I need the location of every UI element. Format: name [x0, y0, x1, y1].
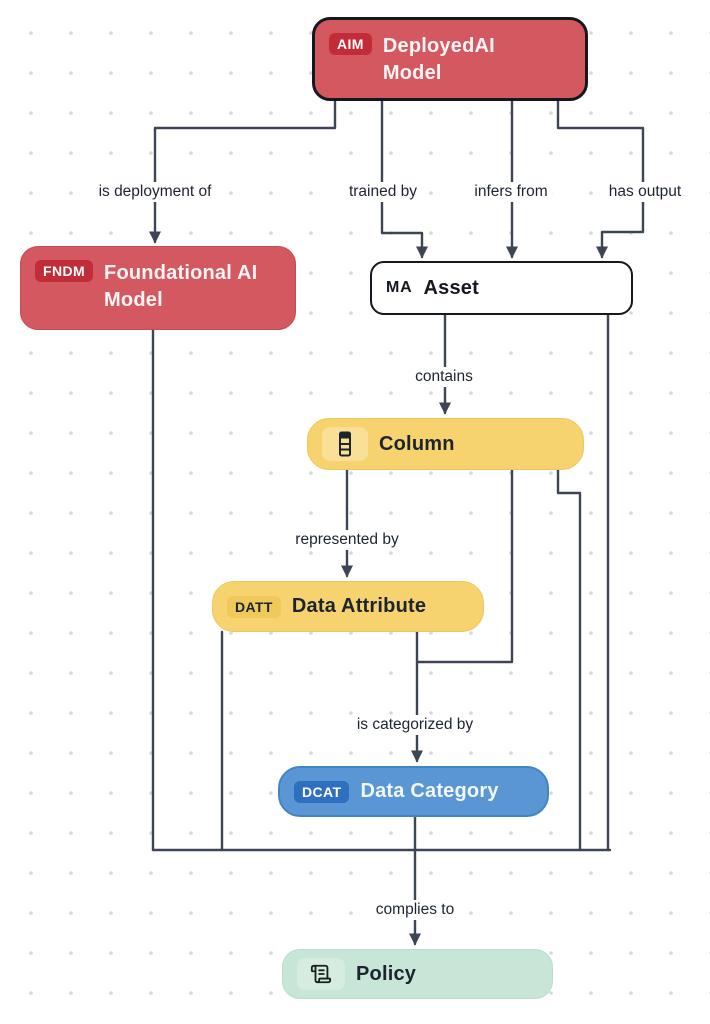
node-asset[interactable]: MA Asset — [370, 261, 633, 315]
node-asset-label: Asset — [423, 276, 479, 299]
node-data-attribute-badge: DATT — [227, 595, 281, 618]
table-column-icon — [322, 427, 368, 461]
edge-label-is-categorized-by: is categorized by — [351, 715, 479, 735]
edge-column-complies-branch — [556, 468, 582, 852]
node-policy[interactable]: Policy — [282, 949, 553, 999]
node-deployed-ai-model-label: DeployedAI Model — [382, 35, 495, 84]
node-column[interactable]: Column — [307, 418, 584, 470]
node-asset-badge: MA — [386, 279, 413, 296]
node-data-category-label: Data Category — [360, 780, 499, 802]
edge-label-contains: contains — [410, 367, 478, 387]
edge-is-deployment-of — [149, 99, 337, 244]
node-deployed-ai-model-badge: AIM — [329, 33, 372, 55]
node-foundational-ai-model-badge: FNDM — [35, 260, 94, 282]
node-policy-label: Policy — [356, 962, 417, 985]
node-deployed-ai-model[interactable]: AIM DeployedAI Model — [312, 17, 588, 101]
edge-trained-by — [380, 99, 428, 259]
node-column-label: Column — [379, 432, 455, 455]
node-data-attribute[interactable]: DATT Data Attribute — [212, 581, 484, 632]
edge-label-infers-from: infers from — [469, 182, 553, 202]
scroll-icon — [297, 958, 345, 990]
edge-label-complies-to: complies to — [370, 900, 460, 920]
node-data-category[interactable]: DCAT Data Category — [278, 766, 549, 817]
edge-label-trained-by: trained by — [343, 182, 423, 202]
edge-label-represented-by: represented by — [290, 530, 404, 550]
node-foundational-ai-model-label: Foundational AI Model — [104, 262, 258, 311]
edge-column-is-categorized-by — [415, 468, 514, 664]
edge-has-output — [556, 99, 645, 259]
node-data-category-badge: DCAT — [294, 780, 350, 803]
node-foundational-ai-model[interactable]: FNDM Foundational AI Model — [20, 246, 296, 330]
node-data-attribute-label: Data Attribute — [291, 595, 427, 617]
edge-label-has-output: has output — [603, 182, 687, 202]
edge-label-is-deployment-of: is deployment of — [93, 182, 217, 202]
